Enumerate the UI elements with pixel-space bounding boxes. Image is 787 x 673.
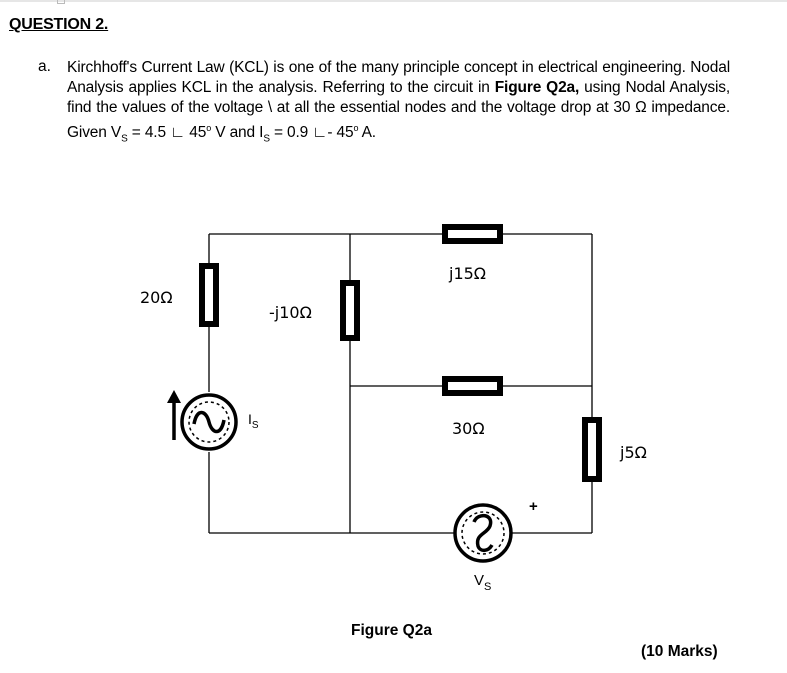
label-j15-ohm: j15Ω [448, 264, 486, 283]
label-vs-main: V [474, 572, 484, 589]
degree-1: o [206, 123, 212, 133]
label-20-ohm: 20Ω [140, 288, 173, 307]
resistor-30-ohm [442, 376, 503, 396]
question-text-1: Kirchhoff's Current Law (KCL) is one of … [67, 59, 730, 96]
is-subscript: S [263, 133, 270, 145]
label-vs: VS [474, 572, 491, 593]
question-text-4: V and I [211, 124, 264, 142]
marks-label: (10 Marks) [641, 643, 718, 660]
question-title: QUESTION 2. [9, 16, 109, 33]
voltage-source-icon [453, 503, 513, 563]
label-is: IS [248, 411, 259, 431]
question-text-2: using Nodal Analysis, find the values of… [67, 79, 731, 142]
label-neg-j10-ohm: -j10Ω [269, 303, 312, 322]
capacitor-neg-j10-ohm [340, 280, 360, 341]
question-text: Kirchhoff's Current Law (KCL) is one of … [67, 58, 730, 149]
figure-caption: Figure Q2a [351, 622, 432, 639]
inductor-j5-ohm [582, 417, 602, 482]
label-is-sub: S [252, 420, 259, 431]
question-text-3: = 4.5 ∟ 45 [127, 124, 207, 142]
figure-reference: Figure Q2a, [494, 79, 580, 96]
label-vs-sub: S [484, 581, 491, 593]
current-source-icon [167, 390, 238, 451]
question-text-5: = 0.9 ∟- 45 [269, 124, 354, 142]
circuit-wires [208, 233, 593, 534]
label-30-ohm: 30Ω [452, 419, 485, 438]
inductor-j15-ohm [442, 224, 503, 244]
resistor-20-ohm [199, 263, 219, 327]
degree-2: o [353, 123, 359, 133]
label-plus: + [529, 498, 538, 515]
label-j5-ohm: j5Ω [619, 443, 647, 462]
page-top-border [0, 0, 787, 2]
question-text-6: A. [358, 124, 377, 142]
part-label: a. [38, 58, 51, 75]
page-corner-mark [57, 0, 65, 4]
vs-subscript: S [121, 133, 128, 145]
label-is-main: I [248, 411, 252, 427]
